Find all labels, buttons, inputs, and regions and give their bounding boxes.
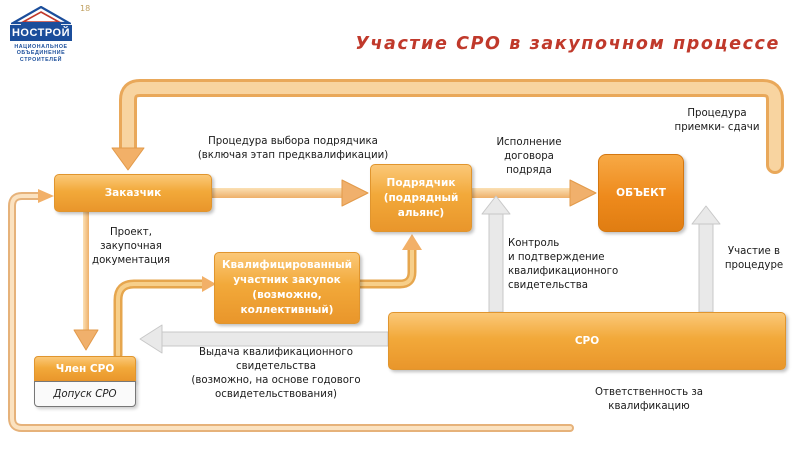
label-control: Контроль и подтверждение квалификационно… [508,238,619,291]
label-contract-execution: Исполнение договора подряда [496,137,562,176]
arrow-contractor-to-object [472,188,572,198]
page-title: Участие СРО в закупочном процессе [355,34,780,54]
logo-brand: НОСТРОЙ [10,25,72,41]
arrow-sro-to-member [159,331,389,347]
node-admission: Допуск СРО [34,381,136,407]
label-selection-procedure: Процедура выбора подрядчика (включая эта… [197,136,389,161]
label-acceptance-procedure: Процедура приемки- сдачи [674,108,760,133]
house-roof-icon [11,6,71,25]
arrow-sro-to-object [698,221,714,313]
arrow-customer-to-contractor [212,188,344,198]
node-sro: СРО [388,312,786,370]
label-responsibility: Ответственность за квалификацию [595,387,703,412]
node-member: Член СРО [34,356,136,382]
node-customer: Заказчик [54,174,212,212]
label-participation: Участие в процедуре [724,246,784,271]
label-certificate-issuance: Выдача квалификационного свидетельства (… [191,347,361,400]
node-contractor: Подрядчик (подрядный альянс) [370,164,472,232]
label-project-docs: Проект, закупочная документация [92,227,170,266]
arrow-customer-to-member [83,212,89,334]
logo-subtitle: НАЦИОНАЛЬНОЕ ОБЪЕДИНЕНИЕ СТРОИТЕЛЕЙ [14,44,68,63]
node-object: ОБЪЕКТ [598,154,684,232]
nostroy-logo: НОСТРОЙ НАЦИОНАЛЬНОЕ ОБЪЕДИНЕНИЕ СТРОИТЕ… [8,6,74,68]
page-number: 18 [80,4,91,13]
node-qualified-participant: Квалифицированный участник закупок (возм… [214,252,360,324]
arrowhead-to-customer [111,147,145,171]
arrow-sro-to-contractor [488,211,504,313]
arrow-qualified-to-contractor [353,243,417,289]
